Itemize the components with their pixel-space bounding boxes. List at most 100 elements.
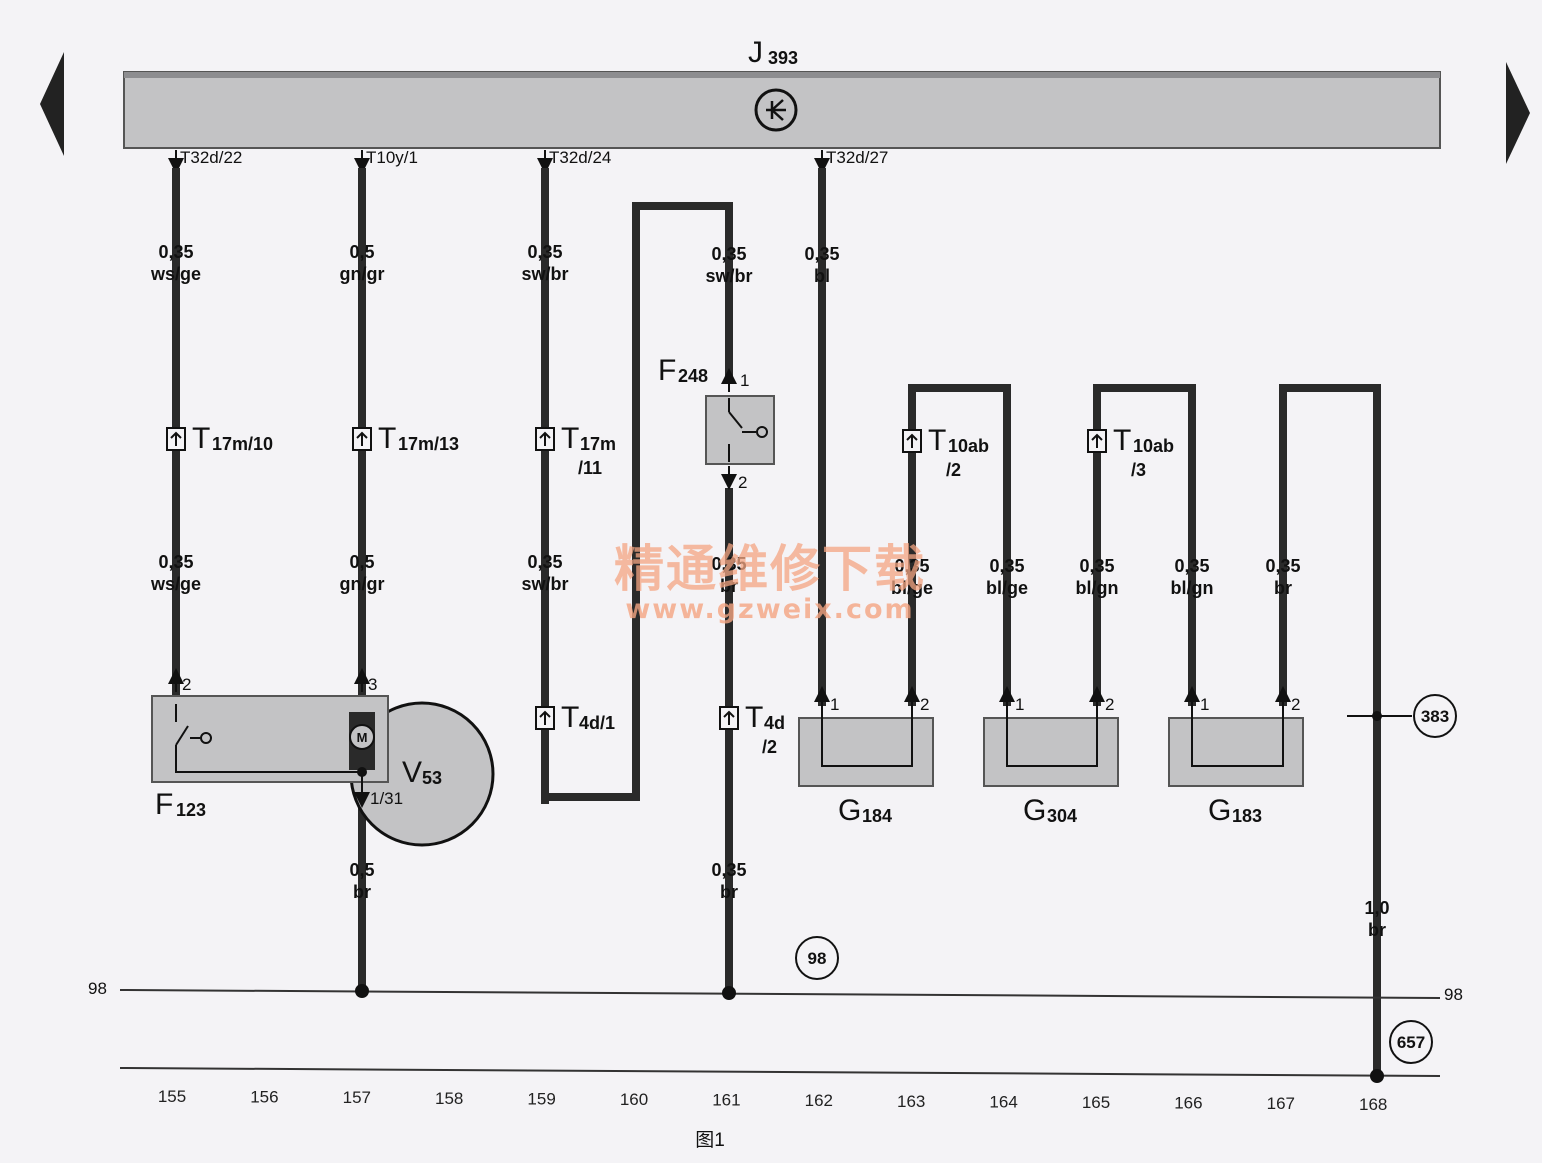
next-page-arrow[interactable] bbox=[1506, 62, 1530, 164]
svg-text:G: G bbox=[838, 794, 861, 827]
svg-text:1,0: 1,0 bbox=[1364, 898, 1389, 918]
svg-text:gn/gr: gn/gr bbox=[340, 264, 385, 284]
svg-text:0,35: 0,35 bbox=[1265, 556, 1300, 576]
ref-383: 383 bbox=[1347, 694, 1457, 738]
svg-text:sw/br: sw/br bbox=[705, 266, 752, 286]
svg-text:53: 53 bbox=[422, 768, 442, 788]
svg-text:T: T bbox=[745, 701, 763, 734]
ruler-number: 162 bbox=[805, 1091, 833, 1110]
switch-f123: M 2 3 1/31 F 123 bbox=[151, 668, 403, 821]
svg-text:G: G bbox=[1023, 794, 1046, 827]
svg-text:br: br bbox=[720, 576, 738, 596]
svg-text:98: 98 bbox=[88, 979, 107, 998]
control-unit-letter: J bbox=[748, 36, 763, 69]
svg-text:T: T bbox=[378, 422, 396, 455]
connector-t10ab-2: T 10ab /2 bbox=[902, 424, 989, 480]
svg-text:bl: bl bbox=[814, 266, 830, 286]
svg-text:T: T bbox=[928, 424, 946, 457]
svg-text:17m/10: 17m/10 bbox=[212, 434, 273, 454]
svg-text:383: 383 bbox=[1421, 707, 1449, 726]
svg-text:F: F bbox=[658, 354, 676, 387]
svg-text:T: T bbox=[192, 422, 210, 455]
svg-text:br: br bbox=[353, 882, 371, 902]
svg-text:/2: /2 bbox=[762, 737, 777, 757]
svg-text:304: 304 bbox=[1047, 806, 1077, 826]
pin-label: T32d/27 bbox=[826, 148, 888, 167]
svg-text:183: 183 bbox=[1232, 806, 1262, 826]
svg-text:ws/ge: ws/ge bbox=[150, 574, 201, 594]
svg-text:17m/13: 17m/13 bbox=[398, 434, 459, 454]
svg-text:10ab: 10ab bbox=[948, 436, 989, 456]
pin-label: T10y/1 bbox=[366, 148, 418, 167]
sensor-g304: 1 2 G 304 bbox=[983, 686, 1119, 827]
svg-text:/2: /2 bbox=[946, 460, 961, 480]
control-unit-sub: 393 bbox=[768, 48, 798, 68]
svg-text:184: 184 bbox=[862, 806, 892, 826]
svg-text:www.gzweix.com: www.gzweix.com bbox=[625, 594, 914, 625]
figure-caption: 图1 bbox=[695, 1130, 725, 1151]
sensor-g184: 1 2 G 184 bbox=[798, 686, 934, 827]
pin-label: T32d/22 bbox=[180, 148, 242, 167]
svg-text:br: br bbox=[1368, 920, 1386, 940]
svg-text:657: 657 bbox=[1397, 1033, 1425, 1052]
svg-text:0,35: 0,35 bbox=[894, 556, 929, 576]
svg-text:4d/1: 4d/1 bbox=[579, 713, 615, 733]
motor-icon bbox=[349, 724, 375, 750]
bottom-line-657: 657 bbox=[119, 1020, 1441, 1083]
svg-text:bl/gn: bl/gn bbox=[1076, 578, 1119, 598]
prev-page-arrow[interactable] bbox=[40, 52, 64, 156]
svg-text:2: 2 bbox=[1105, 695, 1114, 714]
connector-t17m-11: T 17m /11 bbox=[535, 422, 616, 478]
svg-text:/11: /11 bbox=[578, 458, 602, 478]
connectors: T 17m/10 T 17m/13 T 17m /11 T 4d/1 T 4d bbox=[166, 422, 1174, 757]
svg-text:0,35: 0,35 bbox=[527, 242, 562, 262]
svg-text:br: br bbox=[720, 882, 738, 902]
svg-text:M: M bbox=[357, 730, 368, 745]
svg-text:精通维修下载: 精通维修下载 bbox=[614, 540, 926, 598]
svg-text:0,35: 0,35 bbox=[989, 556, 1024, 576]
watermark: 精通维修下载 www.gzweix.com bbox=[614, 540, 926, 625]
svg-text:2: 2 bbox=[738, 473, 747, 492]
svg-text:123: 123 bbox=[176, 800, 206, 820]
svg-text:bl/gn: bl/gn bbox=[1171, 578, 1214, 598]
svg-text:/3: /3 bbox=[1131, 460, 1146, 480]
ruler-number: 166 bbox=[1174, 1094, 1202, 1113]
svg-text:98: 98 bbox=[1444, 985, 1463, 1004]
svg-text:10ab: 10ab bbox=[1133, 436, 1174, 456]
ruler-number: 163 bbox=[897, 1092, 925, 1111]
svg-text:2: 2 bbox=[182, 675, 191, 694]
svg-text:3: 3 bbox=[368, 675, 377, 694]
connector-t17m-10: T 17m/10 bbox=[166, 422, 273, 455]
svg-text:1: 1 bbox=[740, 371, 749, 390]
svg-text:1: 1 bbox=[830, 695, 839, 714]
svg-text:V: V bbox=[402, 756, 422, 789]
ruler-number: 156 bbox=[250, 1088, 278, 1107]
svg-text:1: 1 bbox=[1015, 695, 1024, 714]
svg-text:sw/br: sw/br bbox=[521, 574, 568, 594]
ruler-number: 160 bbox=[620, 1090, 648, 1109]
svg-text:ws/ge: ws/ge bbox=[150, 264, 201, 284]
svg-text:1/31: 1/31 bbox=[370, 789, 403, 808]
wire-163-164 bbox=[908, 384, 1011, 706]
connector-t17m-13: T 17m/13 bbox=[352, 422, 459, 455]
connector-t10ab-3: T 10ab /3 bbox=[1087, 424, 1174, 480]
switch-contact-icon bbox=[200, 732, 212, 744]
ruler-number: 167 bbox=[1267, 1094, 1295, 1113]
ruler-number: 165 bbox=[1082, 1093, 1110, 1112]
top-pins: T32d/22 T10y/1 T32d/24 T32d/27 bbox=[168, 148, 888, 174]
ruler-number: 155 bbox=[158, 1087, 186, 1106]
svg-text:0,35: 0,35 bbox=[527, 552, 562, 572]
ruler-number: 157 bbox=[343, 1088, 371, 1107]
svg-text:bl/ge: bl/ge bbox=[986, 578, 1028, 598]
svg-text:0,35: 0,35 bbox=[804, 244, 839, 264]
ruler-number: 159 bbox=[527, 1089, 555, 1108]
svg-text:0,35: 0,35 bbox=[1174, 556, 1209, 576]
ground-line-98: 98 98 98 bbox=[88, 936, 1463, 1004]
svg-text:17m: 17m bbox=[580, 434, 616, 454]
ruler-number: 168 bbox=[1359, 1095, 1387, 1114]
svg-text:bl/ge: bl/ge bbox=[891, 578, 933, 598]
switch-f248: 1 2 F 248 bbox=[658, 354, 775, 492]
svg-text:T: T bbox=[1113, 424, 1131, 457]
